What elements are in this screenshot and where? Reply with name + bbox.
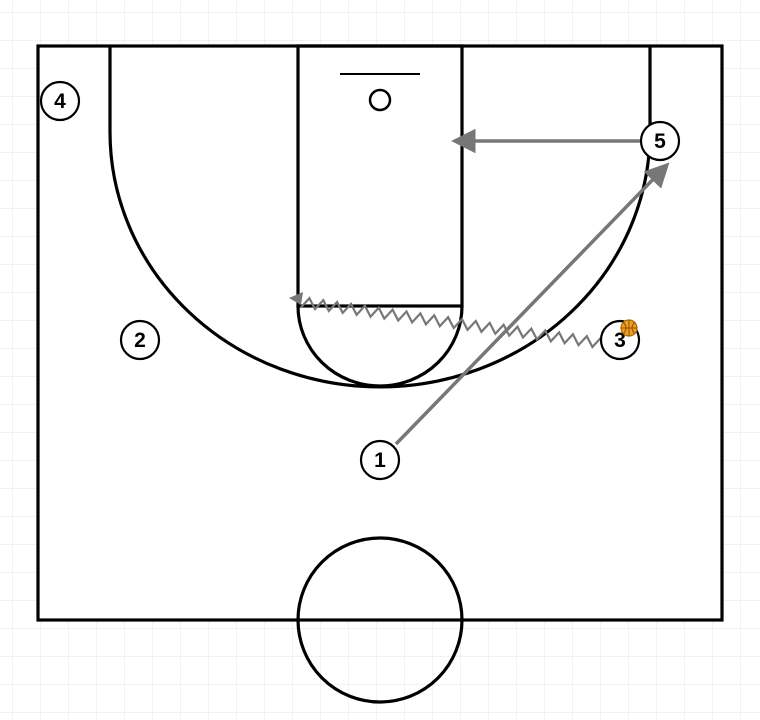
dribble-arrowhead	[289, 292, 303, 305]
player-3[interactable]: 3	[599, 319, 641, 361]
player-2-label: 2	[134, 329, 146, 352]
court-lines	[36, 44, 724, 704]
free-throw-semicircle	[296, 305, 464, 388]
dribble-3-to-lane	[300, 296, 602, 349]
player-3-label: 3	[614, 329, 626, 352]
player-2[interactable]: 2	[119, 319, 161, 361]
basketball-icon	[620, 319, 638, 337]
action-lines	[289, 128, 670, 446]
hoop-icon	[368, 88, 392, 112]
player-1-label: 1	[374, 449, 386, 472]
paint-lane	[296, 44, 464, 308]
center-circle	[296, 536, 464, 704]
player-5[interactable]: 5	[639, 120, 681, 162]
players: 1 2 3 4 5	[39, 80, 681, 481]
player-1[interactable]: 1	[359, 439, 401, 481]
player-4-label: 4	[54, 90, 66, 113]
player-4[interactable]: 4	[39, 80, 81, 122]
cut-1-to-5	[394, 162, 670, 446]
player-5-label: 5	[654, 130, 666, 153]
